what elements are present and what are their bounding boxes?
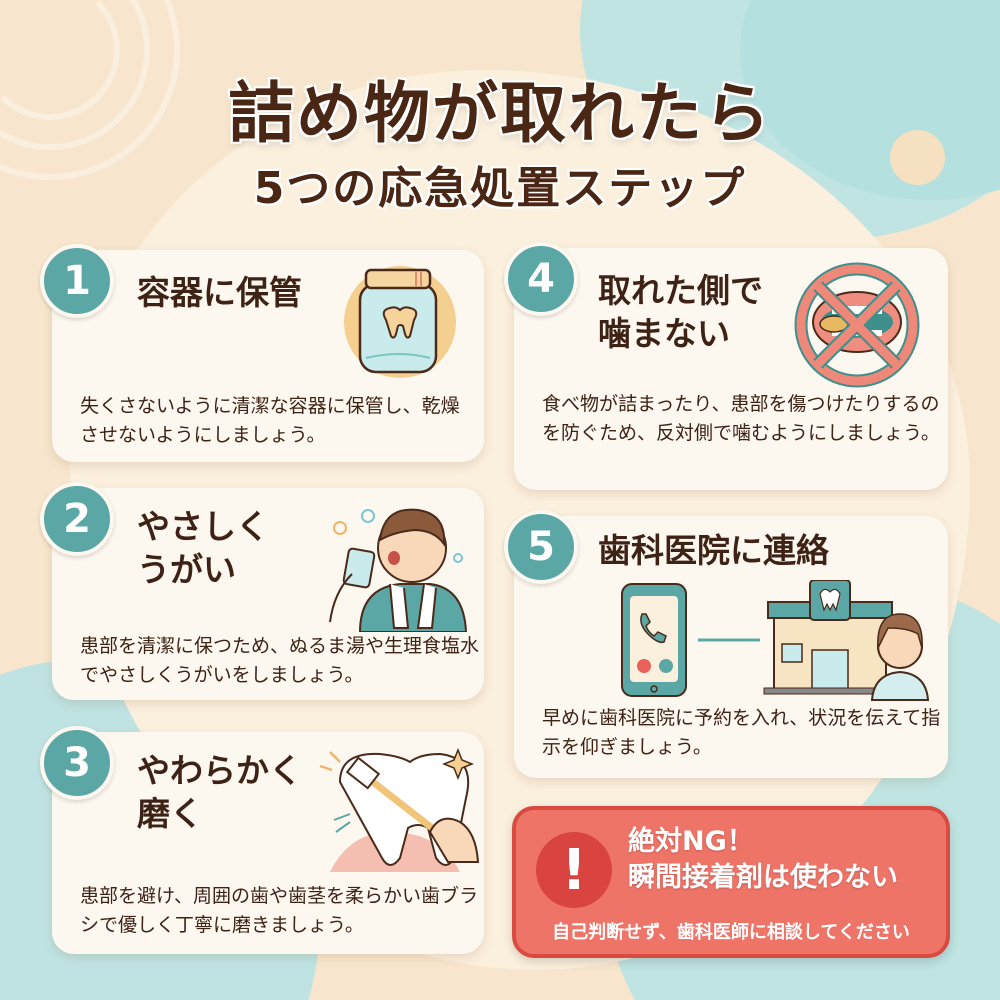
step-card-1: 1 容器に保管 失くさないように清潔な容器に保管し、乾燥させないようにしましょう…: [40, 244, 484, 462]
step-title: やさしく うがい: [137, 507, 269, 589]
page-title: 詰め物が取れたら: [228, 75, 772, 152]
exclamation-icon: !: [536, 832, 612, 908]
jar-with-tooth-icon: [330, 254, 460, 379]
warning-title: 絶対NG！ 瞬間接着剤は使わない: [628, 826, 898, 894]
step-description: 患部を避け、周囲の歯や歯茎を柔らかい歯ブラシで優しく丁寧に磨きましょう。: [80, 885, 479, 937]
step-number-badge: 5: [504, 510, 578, 584]
step-description: 患部を清潔に保つため、ぬるま湯や生理食塩水でやさしくうがいをしましょう。: [80, 635, 480, 687]
step-card-3: 3 やわらかく 磨く 患部を避け、周囲の歯や歯茎を柔らかい歯ブラシで優しく丁寧に…: [40, 726, 484, 954]
step-title: 容器に保管: [137, 273, 302, 312]
no-chewing-icon: [792, 260, 922, 390]
step-card-5: 5 歯科医院に連絡 早めに歯科医院に予約を入れ、状況を伝えて指示を仰ぎましょう。: [504, 510, 948, 778]
step-description: 食べ物が詰まったり、患部を傷つけたりするのを防ぐため、反対側で噛むようにしましょ…: [542, 393, 940, 445]
step-card-2: 2 やさしく うがい 患部を清潔に保つため、ぬるま湯や生理食塩水でやさしくうがい…: [40, 482, 484, 700]
bg-spot: [890, 130, 945, 185]
step-title: やわらかく 磨く: [137, 751, 302, 833]
tooth-brushing-icon: [310, 742, 480, 872]
step-number-badge: 4: [504, 242, 578, 316]
step-card-4: 4 取れた側で 噛まない 食べ物が詰まったり、患部を傷つけたりするのを防ぐため、…: [504, 242, 948, 490]
step-description: 早めに歯科医院に予約を入れ、状況を伝えて指示を仰ぎましょう。: [542, 707, 941, 759]
step-number-badge: 3: [40, 726, 114, 800]
page-subtitle: 5つの応急処置ステップ: [253, 163, 747, 214]
step-number-badge: 1: [40, 244, 114, 318]
step-description: 失くさないように清潔な容器に保管し、乾燥させないようにしましょう。: [80, 395, 460, 447]
warning-box: ! 絶対NG！ 瞬間接着剤は使わない 自己判断せず、歯科医師に相談してください: [512, 806, 950, 958]
step-title: 歯科医院に連絡: [598, 531, 829, 570]
phone-and-dental-clinic-icon: [614, 579, 934, 702]
step-number-badge: 2: [40, 482, 114, 556]
person-gargling-icon: [320, 492, 470, 633]
step-title: 取れた側で 噛まない: [598, 271, 763, 353]
warning-subtitle: 自己判断せず、歯科医師に相談してください: [552, 922, 910, 943]
